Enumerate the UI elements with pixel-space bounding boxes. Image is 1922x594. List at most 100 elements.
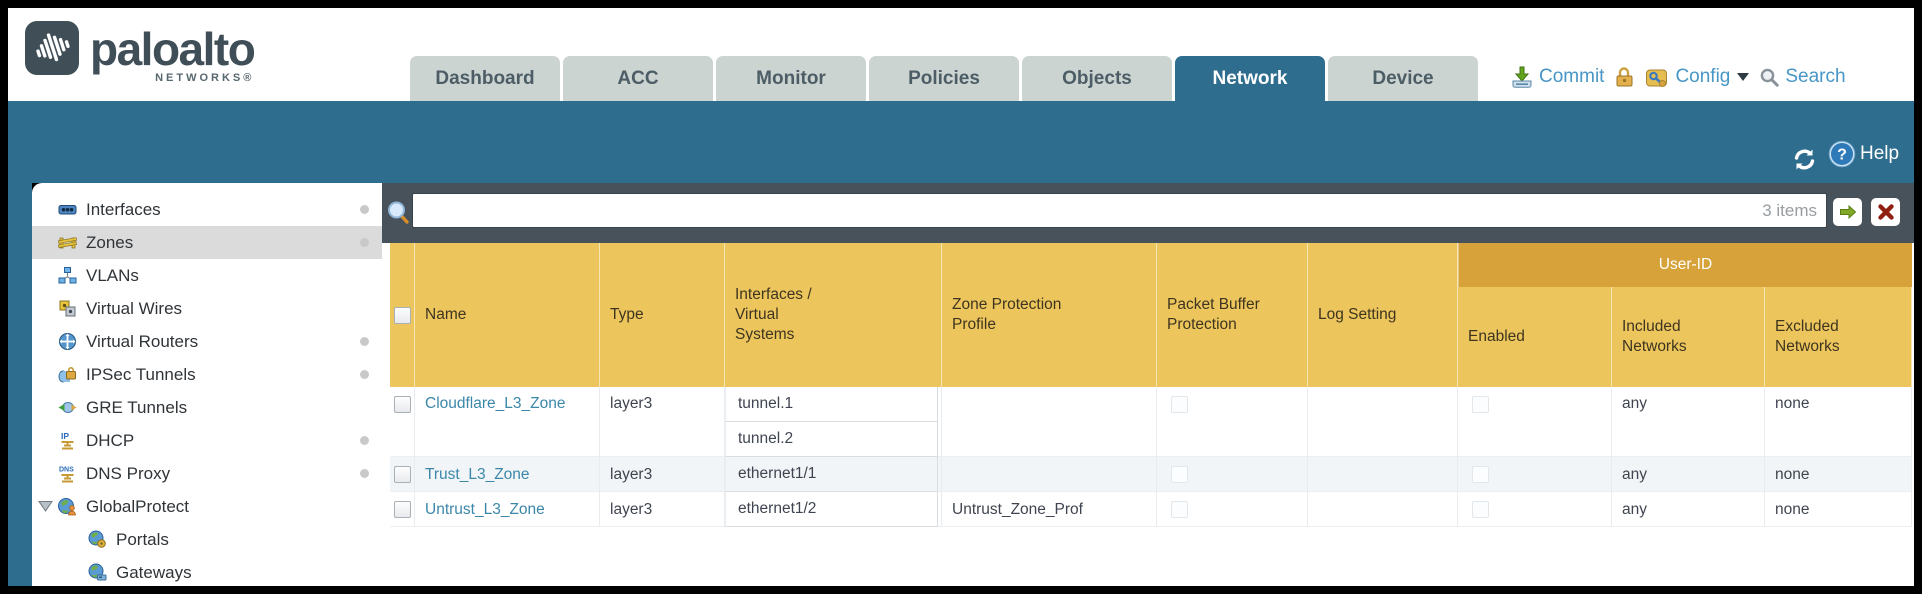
tab-monitor[interactable]: Monitor [716,56,866,101]
column-header-interfaces[interactable]: Interfaces / Virtual Systems [725,243,942,387]
search-button[interactable]: Search [1759,66,1846,88]
config-menu[interactable]: Config [1645,66,1750,89]
sidebar-item-label: GRE Tunnels [86,397,188,417]
cell-type: layer3 [600,387,725,457]
cell-interfaces: tunnel.1 tunnel.2 [725,387,942,457]
status-dot-icon [360,238,369,247]
cell-interfaces: ethernet1/2 [725,492,942,527]
column-header-name[interactable]: Name [415,243,600,387]
sidebar-item-virtual-wires[interactable]: Virtual Wires [32,292,382,325]
sidebar-item-ipsec-tunnels[interactable]: IPSec Tunnels [32,358,382,391]
column-header-label: Included Networks [1622,318,1687,355]
sidebar-item-virtual-routers[interactable]: Virtual Routers [32,325,382,358]
sidebar-item-vlans[interactable]: VLANs [32,259,382,292]
sidebar-item-dhcp[interactable]: IP DHCP [32,424,382,457]
help-button[interactable]: ? Help [1828,140,1899,168]
main-content: 3 items User-ID Name Type [382,183,1914,586]
zone-name-link[interactable]: Untrust_L3_Zone [425,500,545,518]
column-header-label: Excluded Networks [1775,318,1840,355]
svg-text:?: ? [1837,147,1847,164]
select-all-checkbox-cell [390,243,415,387]
virtual-routers-icon [59,333,76,350]
table-header: User-ID Name Type Interfaces / Virtual S… [390,243,1912,387]
enabled-checkbox[interactable] [1472,396,1489,413]
enabled-checkbox[interactable] [1472,501,1489,518]
brand-name: paloalto [90,23,256,75]
column-header-packet-buffer-protection[interactable]: Packet Buffer Protection [1157,243,1308,387]
sidebar-item-dns-proxy[interactable]: DNS DNS Proxy [32,457,382,490]
dns-proxy-icon: DNS [59,467,74,483]
interface-item: tunnel.1 [725,387,938,422]
cell-included-networks: any [1612,457,1765,492]
column-header-enabled[interactable]: Enabled [1458,287,1612,387]
tab-objects[interactable]: Objects [1022,56,1172,101]
interface-item: ethernet1/2 [725,492,938,527]
tab-device[interactable]: Device [1328,56,1478,101]
chevron-down-icon [1737,73,1750,81]
cell-included-networks: any [1612,492,1765,527]
search-icon [1761,68,1780,87]
row-select-checkbox[interactable] [393,501,411,518]
table-row: Untrust_L3_Zone layer3 ethernet1/2 Untru… [390,492,1912,527]
sidebar-item-label: DHCP [86,430,135,450]
sidebar-item-portals[interactable]: Portals [32,523,382,556]
row-select-checkbox[interactable] [393,466,411,483]
close-icon [1877,204,1894,220]
config-icon [1646,69,1668,87]
refresh-icon[interactable] [1791,146,1818,173]
cell-packet-buffer-protection [1157,387,1308,457]
gateways-icon [88,563,107,581]
lock-icon[interactable] [1614,66,1635,88]
cell-enabled [1458,492,1612,527]
filter-input[interactable] [412,193,1827,228]
packet-buffer-checkbox[interactable] [1171,466,1188,483]
cell-interfaces: ethernet1/1 [725,457,942,492]
interface-item: tunnel.2 [725,422,938,457]
column-header-log-setting[interactable]: Log Setting [1308,243,1458,387]
clear-filter-button[interactable] [1871,198,1900,226]
sidebar-item-zones[interactable]: Zones [32,226,382,259]
sidebar-item-gre-tunnels[interactable]: GRE Tunnels [32,391,382,424]
status-dot-icon [360,436,369,445]
svg-text:IP: IP [61,431,69,441]
row-select-checkbox[interactable] [393,396,411,413]
row-checkbox-cell [390,457,415,492]
brand-subtitle: NETWORKS® [155,72,255,84]
group-header-user-id: User-ID [1458,243,1912,287]
sidebar-item-label: DNS Proxy [86,463,171,483]
column-header-included-networks[interactable]: Included Networks [1612,287,1765,387]
cell-packet-buffer-protection [1157,492,1308,527]
tab-dashboard[interactable]: Dashboard [410,56,560,101]
main-tabs: Dashboard ACC Monitor Policies Objects N… [410,56,1478,101]
zone-name-link[interactable]: Trust_L3_Zone [425,465,530,483]
dhcp-icon: IP [61,431,74,450]
cell-zone-protection-profile [942,457,1157,492]
help-icon: ? [1828,140,1856,168]
vlans-icon [58,267,77,284]
commit-button[interactable]: Commit [1510,65,1604,89]
sidebar-item-label: IPSec Tunnels [86,364,196,384]
column-header-excluded-networks[interactable]: Excluded Networks [1765,287,1912,387]
column-header-zone-protection-profile[interactable]: Zone Protection Profile [942,243,1157,387]
sidebar-item-gateways[interactable]: Gateways [32,556,382,586]
sidebar-item-label: Portals [116,529,169,549]
sidebar-item-globalprotect[interactable]: GlobalProtect [32,490,382,523]
select-all-checkbox[interactable] [393,306,411,324]
zones-table: User-ID Name Type Interfaces / Virtual S… [390,243,1912,527]
paloalto-logo: paloalto NETWORKS® [24,20,256,84]
column-header-type[interactable]: Type [600,243,725,387]
expand-triangle-icon[interactable] [38,500,53,512]
zone-name-link[interactable]: Cloudflare_L3_Zone [425,395,566,412]
tab-acc[interactable]: ACC [563,56,713,101]
search-label: Search [1785,66,1846,87]
globalprotect-icon [58,498,76,516]
sidebar-item-interfaces[interactable]: Interfaces [32,193,382,226]
tab-network[interactable]: Network [1175,56,1325,101]
apply-filter-button[interactable] [1833,198,1862,226]
packet-buffer-checkbox[interactable] [1171,501,1188,518]
status-dot-icon [360,469,369,478]
tab-policies[interactable]: Policies [869,56,1019,101]
sidebar-item-label: GlobalProtect [86,496,189,516]
packet-buffer-checkbox[interactable] [1171,396,1188,413]
enabled-checkbox[interactable] [1472,466,1489,483]
